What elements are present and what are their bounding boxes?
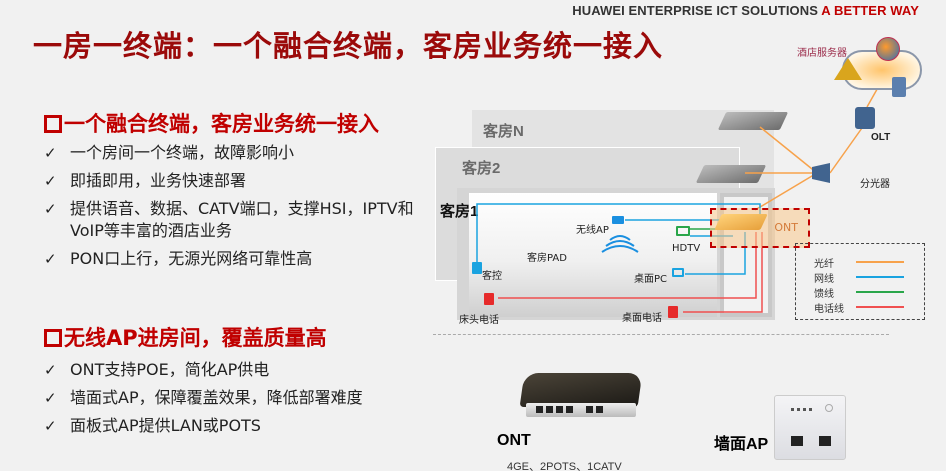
bedside-phone-label: 床头电话 <box>459 315 499 326</box>
check-icon: ✓ <box>44 417 57 435</box>
check-icon: ✓ <box>44 172 57 190</box>
legend-feeder-label: 馈线 <box>814 289 834 300</box>
dashed-divider <box>433 334 889 335</box>
legend-feeder-line <box>856 291 904 293</box>
globe-icon <box>876 37 900 61</box>
ont-ports-label: 4GE、2POTS、1CATV <box>507 461 622 471</box>
bullet-item: ✓提供语音、数据、CATV端口，支撑HSI，IPTV和VoIP等丰富的酒店业务 <box>44 199 414 240</box>
wall-ap-label: 墙面AP <box>714 436 769 453</box>
check-icon: ✓ <box>44 250 57 268</box>
room-interior <box>469 193 717 317</box>
room-control-label: 客控 <box>482 271 502 282</box>
room-n-label: 客房N <box>483 123 524 140</box>
hdtv-icon <box>676 226 690 236</box>
desk-pc-icon <box>672 268 684 277</box>
bedside-phone-icon <box>484 293 494 305</box>
wireless-ap-icon <box>612 216 624 224</box>
legend-network-line <box>856 276 904 278</box>
section-heading-wireless-ap: 无线AP进房间，覆盖质量高 <box>44 322 327 352</box>
legend-fiber-line <box>856 261 904 263</box>
legend-network-label: 网线 <box>814 274 834 285</box>
legend-phone-line <box>856 306 904 308</box>
brand-prefix: HUAWEI ENTERPRISE ICT SOLUTIONS <box>572 3 819 18</box>
ont-product-label: ONT <box>497 432 531 449</box>
check-icon: ✓ <box>44 200 57 218</box>
square-bullet-icon <box>44 115 62 133</box>
wall-ap-product-image <box>774 395 846 460</box>
cable-legend: 光纤 网线 馈线 电话线 <box>795 243 925 320</box>
legend-phone-label: 电话线 <box>814 304 844 315</box>
room-1-label: 客房1 <box>440 203 479 220</box>
hdtv-label: HDTV <box>672 243 701 254</box>
section-heading-text: 一个融合终端，客房业务统一接入 <box>64 112 379 136</box>
legend-fiber-label: 光纤 <box>814 259 834 270</box>
page-title: 一房一终端：一个融合终端，客房业务统一接入 <box>33 29 664 63</box>
server-icon <box>892 77 906 97</box>
room-control-icon <box>472 262 482 274</box>
check-icon: ✓ <box>44 144 57 162</box>
check-icon: ✓ <box>44 389 57 407</box>
room-2-label: 客房2 <box>462 160 501 177</box>
bullet-list-converged-terminal: ✓一个房间一个终端，故障影响小 ✓即插即用，业务快速部署 ✓提供语音、数据、CA… <box>44 142 414 276</box>
desk-phone-label: 桌面电话 <box>622 313 662 324</box>
bullet-item: ✓面板式AP提供LAN或POTS <box>44 416 261 435</box>
splitter-label: 分光器 <box>860 179 890 190</box>
bullet-list-wireless-ap: ✓ONT支持POE，简化AP供电 ✓墙面式AP，保障覆盖效果，降低部署难度 ✓面… <box>44 359 434 443</box>
desk-pc-label: 桌面PC <box>634 274 668 285</box>
check-icon: ✓ <box>44 361 57 379</box>
olt-label: OLT <box>871 132 891 143</box>
section-heading-text: 无线AP进房间，覆盖质量高 <box>64 326 327 350</box>
wireless-ap-label: 无线AP <box>576 225 609 236</box>
brand-accent: A BETTER WAY <box>821 3 919 18</box>
splitter-icon <box>812 163 830 183</box>
hotel-server-label: 酒店服务器 <box>797 48 847 59</box>
section-heading-converged-terminal: 一个融合终端，客房业务统一接入 <box>44 108 379 138</box>
room-1-ont-icon <box>714 214 768 230</box>
olt-icon <box>855 107 875 129</box>
ont-product-image <box>516 373 643 423</box>
bullet-item: ✓一个房间一个终端，故障影响小 <box>44 143 295 162</box>
square-bullet-icon <box>44 329 62 347</box>
bullet-item: ✓PON口上行，无源光网络可靠性高 <box>44 249 313 268</box>
brand-tagline: HUAWEI ENTERPRISE ICT SOLUTIONS A BETTER… <box>572 3 919 18</box>
room-pad-label: 客房PAD <box>527 253 567 264</box>
desk-phone-icon <box>668 306 678 318</box>
bullet-item: ✓即插即用，业务快速部署 <box>44 171 247 190</box>
gear-triangle-icon <box>834 58 862 80</box>
bullet-item: ✓墙面式AP，保障覆盖效果，降低部署难度 <box>44 388 363 407</box>
bullet-item: ✓ONT支持POE，简化AP供电 <box>44 360 270 379</box>
